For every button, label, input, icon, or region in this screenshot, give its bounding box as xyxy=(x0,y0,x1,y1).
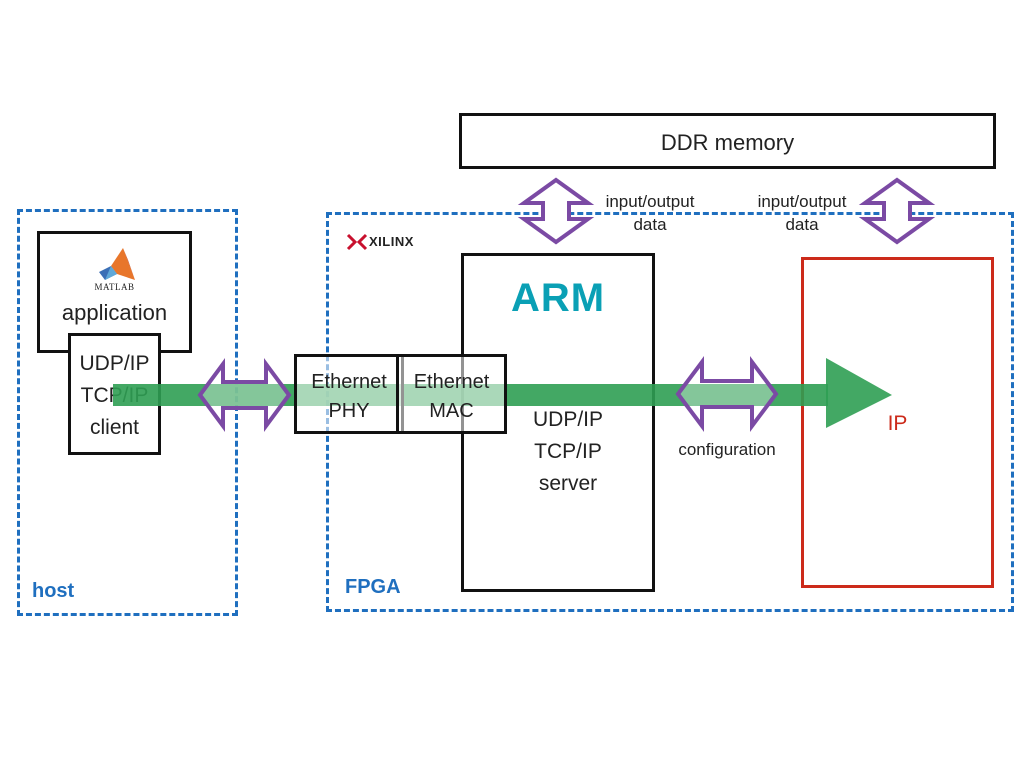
client-line-3: client xyxy=(89,416,140,439)
matlab-logo-text: MATLAB xyxy=(94,282,135,292)
application-box: MATLAB application xyxy=(37,231,192,353)
client-line-1: UDP/IP xyxy=(79,352,150,375)
client-box: UDP/IP TCP/IP client xyxy=(68,333,161,455)
ethernet-phy-box: Ethernet PHY xyxy=(294,354,404,434)
io-left-line-1: input/output xyxy=(605,192,695,211)
xilinx-logo-text: XILINX xyxy=(369,234,414,249)
server-line-3: server xyxy=(538,472,598,495)
ethernet-mac-box: Ethernet MAC xyxy=(396,354,507,434)
server-line-2: TCP/IP xyxy=(534,440,602,463)
io-left-line-2: data xyxy=(633,215,667,234)
io-right-line-1: input/output xyxy=(757,192,847,211)
ip-box: IP xyxy=(801,257,994,588)
matlab-logo-icon xyxy=(95,244,139,284)
ethernet-mac-line-2: MAC xyxy=(429,400,474,422)
client-line-2: TCP/IP xyxy=(80,384,149,407)
host-label: host xyxy=(32,580,75,602)
ethernet-phy-line-1: Ethernet xyxy=(311,371,387,393)
ethernet-mac-line-1: Ethernet xyxy=(413,371,490,393)
ddr-memory-box: DDR memory xyxy=(459,113,996,169)
application-label: application xyxy=(61,300,168,325)
configuration-label: configuration xyxy=(678,440,776,459)
ddr-memory-label: DDR memory xyxy=(660,130,795,155)
ethernet-phy-line-2: PHY xyxy=(328,400,370,422)
io-right-line-2: data xyxy=(785,215,819,234)
server-line-1: UDP/IP xyxy=(532,408,603,431)
ip-label: IP xyxy=(887,412,908,435)
fpga-label: FPGA xyxy=(345,576,401,598)
xilinx-logo-icon: XILINX xyxy=(346,232,436,252)
arm-logo-text: ARM xyxy=(510,276,606,320)
